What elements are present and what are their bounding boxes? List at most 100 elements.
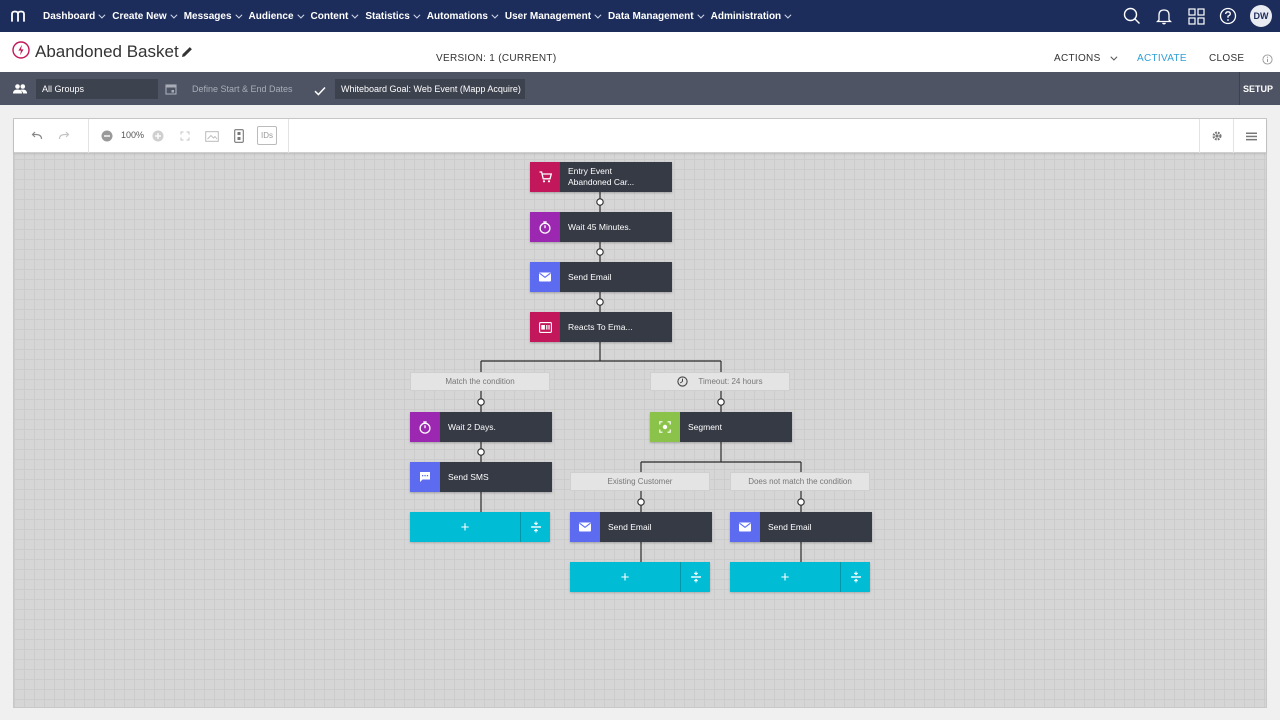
nav-item-label: Automations xyxy=(426,10,488,22)
divider xyxy=(1239,72,1240,105)
help-icon[interactable] xyxy=(1212,0,1244,32)
redo-icon[interactable] xyxy=(55,127,73,145)
add-step-box: + xyxy=(730,562,870,592)
info-icon[interactable] xyxy=(1262,52,1273,70)
close-button[interactable]: CLOSE xyxy=(1209,53,1245,64)
add-split-icon[interactable] xyxy=(681,562,710,592)
nav-item-label: Dashboard xyxy=(43,10,96,22)
whiteboard-canvas[interactable]: 100% IDs xyxy=(13,118,1267,708)
nav-right-tools: DW xyxy=(1116,0,1280,32)
email-icon xyxy=(530,262,560,292)
nav-item-messages[interactable]: Messages xyxy=(181,0,246,32)
flow-node-segment[interactable]: Segment xyxy=(650,412,792,442)
nav-item-statistics[interactable]: Statistics xyxy=(362,0,423,32)
bell-icon[interactable] xyxy=(1148,0,1180,32)
zoom-out-icon[interactable] xyxy=(98,127,116,145)
edit-title-pencil-icon[interactable] xyxy=(180,45,194,59)
chevron-down-icon xyxy=(170,11,178,19)
chevron-down-icon xyxy=(234,11,242,19)
chevron-down-icon xyxy=(491,11,499,19)
nav-item-automations[interactable]: Automations xyxy=(424,0,502,32)
flow-node-send-email[interactable]: Send Email xyxy=(570,512,712,542)
stopwatch-icon xyxy=(410,412,440,442)
title-area: Abandoned Basket xyxy=(12,32,194,72)
stopwatch-icon xyxy=(530,212,560,242)
flow-node-wait-45-minutes[interactable]: Wait 45 Minutes. xyxy=(530,212,672,242)
date-range-field[interactable]: Define Start & End Dates xyxy=(186,79,306,99)
nav-item-label: Data Management xyxy=(608,10,694,22)
chevron-down-icon xyxy=(1109,53,1118,61)
activate-button[interactable]: ACTIVATE xyxy=(1137,53,1187,64)
nav-item-data-management[interactable]: Data Management xyxy=(605,0,708,32)
zoom-level: 100% xyxy=(121,130,145,140)
nav-item-administration[interactable]: Administration xyxy=(708,0,796,32)
flow-node-label: Reacts To Ema... xyxy=(568,321,633,332)
setup-button[interactable]: SETUP xyxy=(1242,84,1273,94)
add-split-icon[interactable] xyxy=(841,562,870,592)
segment-icon xyxy=(650,412,680,442)
branch-label-match-the-condition[interactable]: Match the condition xyxy=(410,372,550,391)
nav-item-label: Administration xyxy=(710,10,782,22)
add-split-icon[interactable] xyxy=(521,512,550,542)
minimap-icon[interactable] xyxy=(203,127,221,145)
list-view-icon[interactable] xyxy=(1242,127,1260,145)
fit-to-screen-icon[interactable] xyxy=(176,127,194,145)
toolbar-divider xyxy=(288,119,289,153)
user-avatar[interactable]: DW xyxy=(1250,5,1272,27)
divider xyxy=(520,512,521,542)
chevron-down-icon xyxy=(784,11,792,19)
add-step-button[interactable]: + xyxy=(780,568,790,586)
groups-icon xyxy=(13,82,27,100)
nav-item-label: Create New xyxy=(112,10,167,22)
add-step-button[interactable]: + xyxy=(460,518,470,536)
add-step-box: + xyxy=(570,562,710,592)
export-icon[interactable] xyxy=(230,127,248,145)
flow-node-send-email[interactable]: Send Email xyxy=(530,262,672,292)
flow-node-wait-2-days[interactable]: Wait 2 Days. xyxy=(410,412,552,442)
actions-dropdown[interactable]: ACTIONS xyxy=(1054,53,1118,64)
chevron-down-icon xyxy=(696,11,705,19)
canvas-toolbar: 100% IDs xyxy=(14,119,1266,153)
sms-icon xyxy=(410,462,440,492)
settings-bar: All Groups Define Start & End Dates Whit… xyxy=(0,72,1280,105)
branch-label-existing-customer[interactable]: Existing Customer xyxy=(570,472,710,491)
flow-node-send-email[interactable]: Send Email xyxy=(730,512,872,542)
toolbar-divider xyxy=(1199,119,1200,153)
flow-node-entry-event[interactable]: Entry Event Abandoned Car... xyxy=(530,162,672,192)
groups-value: All Groups xyxy=(42,84,85,94)
nav-item-user-management[interactable]: User Management xyxy=(502,0,605,32)
nav-item-label: Messages xyxy=(183,10,232,22)
add-step-button[interactable]: + xyxy=(620,568,630,586)
apps-grid-icon[interactable] xyxy=(1180,0,1212,32)
page-title: Abandoned Basket xyxy=(35,42,179,61)
undo-icon[interactable] xyxy=(28,127,46,145)
toolbar-divider xyxy=(88,119,89,153)
nav-item-content[interactable]: Content xyxy=(308,0,363,32)
flow-node-label: Wait 45 Minutes. xyxy=(568,221,631,232)
mapp-logo[interactable] xyxy=(2,0,38,32)
reaction-icon xyxy=(530,312,560,342)
whiteboard-goal-field[interactable]: Whiteboard Goal: Web Event (Mapp Acquire… xyxy=(335,79,525,99)
branch-label-does-not-match-the-condition[interactable]: Does not match the condition xyxy=(730,472,870,491)
nav-item-audience[interactable]: Audience xyxy=(246,0,308,32)
whiteboard-goal-value: Whiteboard Goal: Web Event (Mapp Acquire… xyxy=(341,84,521,94)
flow-node-label: Wait 2 Days. xyxy=(448,421,496,432)
groups-select[interactable]: All Groups xyxy=(36,79,158,99)
flow-node-reacts-to-ema[interactable]: Reacts To Ema... xyxy=(530,312,672,342)
checkmark-icon xyxy=(314,83,326,101)
date-range-placeholder: Define Start & End Dates xyxy=(192,84,293,94)
search-icon[interactable] xyxy=(1116,0,1148,32)
branch-label-text: Existing Customer xyxy=(607,477,673,486)
calendar-icon[interactable] xyxy=(165,82,177,100)
show-ids-button[interactable]: IDs xyxy=(257,126,277,145)
nav-item-dashboard[interactable]: Dashboard xyxy=(40,0,109,32)
flow-node-send-sms[interactable]: Send SMS xyxy=(410,462,552,492)
gear-icon[interactable] xyxy=(1208,127,1226,145)
zoom-in-icon[interactable] xyxy=(149,127,167,145)
nav-item-label: User Management xyxy=(504,10,592,22)
flow-node-label: Segment xyxy=(688,421,723,432)
branch-label-timeout-24-hours[interactable]: Timeout: 24 hours xyxy=(650,372,790,391)
title-bar: Abandoned Basket VERSION: 1 (CURRENT) AC… xyxy=(0,32,1280,72)
nav-item-create-new[interactable]: Create New xyxy=(109,0,180,32)
